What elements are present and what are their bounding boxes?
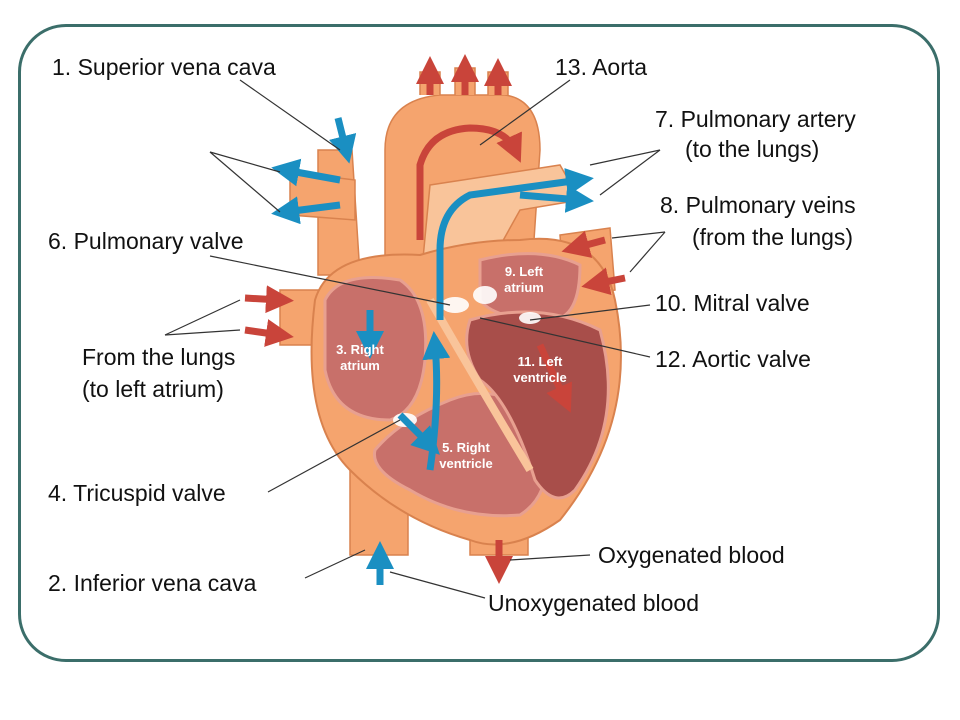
label-left-atrium-line2: atrium <box>504 280 544 295</box>
label-left-atrium: 9. Left atrium <box>494 264 554 296</box>
leader-lines <box>164 79 666 599</box>
label-right-ventricle-line1: 5. Right <box>442 440 490 455</box>
label-left-ventricle-line1: 11. Left <box>517 354 563 369</box>
label-tricuspid-valve: 4. Tricuspid valve <box>48 480 226 506</box>
label-pulmonary-veins: 8. Pulmonary veins <box>660 192 856 218</box>
label-left-ventricle-line2: ventricle <box>513 370 567 385</box>
label-pulmonary-artery-sub: (to the lungs) <box>685 136 820 162</box>
label-right-atrium: 3. Right atrium <box>325 342 395 374</box>
label-from-the-lungs: From the lungs <box>82 344 236 370</box>
diagram-frame <box>18 24 940 662</box>
label-oxygenated-blood: Oxygenated blood <box>598 542 785 568</box>
label-pulmonary-veins-sub: (from the lungs) <box>692 224 854 250</box>
label-right-atrium-line2: atrium <box>340 358 380 373</box>
label-from-the-lungs-sub: (to left atrium) <box>82 376 224 402</box>
unoxygenated-flow-arrows <box>271 117 594 585</box>
label-pulmonary-valve: 6. Pulmonary valve <box>48 228 244 254</box>
label-unoxygenated-blood: Unoxygenated blood <box>488 590 699 616</box>
label-superior-vena-cava: 1. Superior vena cava <box>52 54 276 80</box>
oxygenated-flow-arrows <box>244 54 626 584</box>
label-aortic-valve: 12. Aortic valve <box>655 346 811 372</box>
label-left-atrium-line1: 9. Left <box>504 264 544 279</box>
label-right-ventricle-line2: ventricle <box>439 456 493 471</box>
label-mitral-valve: 10. Mitral valve <box>655 290 810 316</box>
label-right-atrium-line1: 3. Right <box>336 342 384 357</box>
label-right-ventricle: 5. Right ventricle <box>426 440 506 472</box>
label-aorta: 13. Aorta <box>555 54 648 80</box>
label-inferior-vena-cava: 2. Inferior vena cava <box>48 570 257 596</box>
label-left-ventricle: 11. Left ventricle <box>500 354 580 386</box>
label-pulmonary-artery: 7. Pulmonary artery <box>655 106 856 132</box>
